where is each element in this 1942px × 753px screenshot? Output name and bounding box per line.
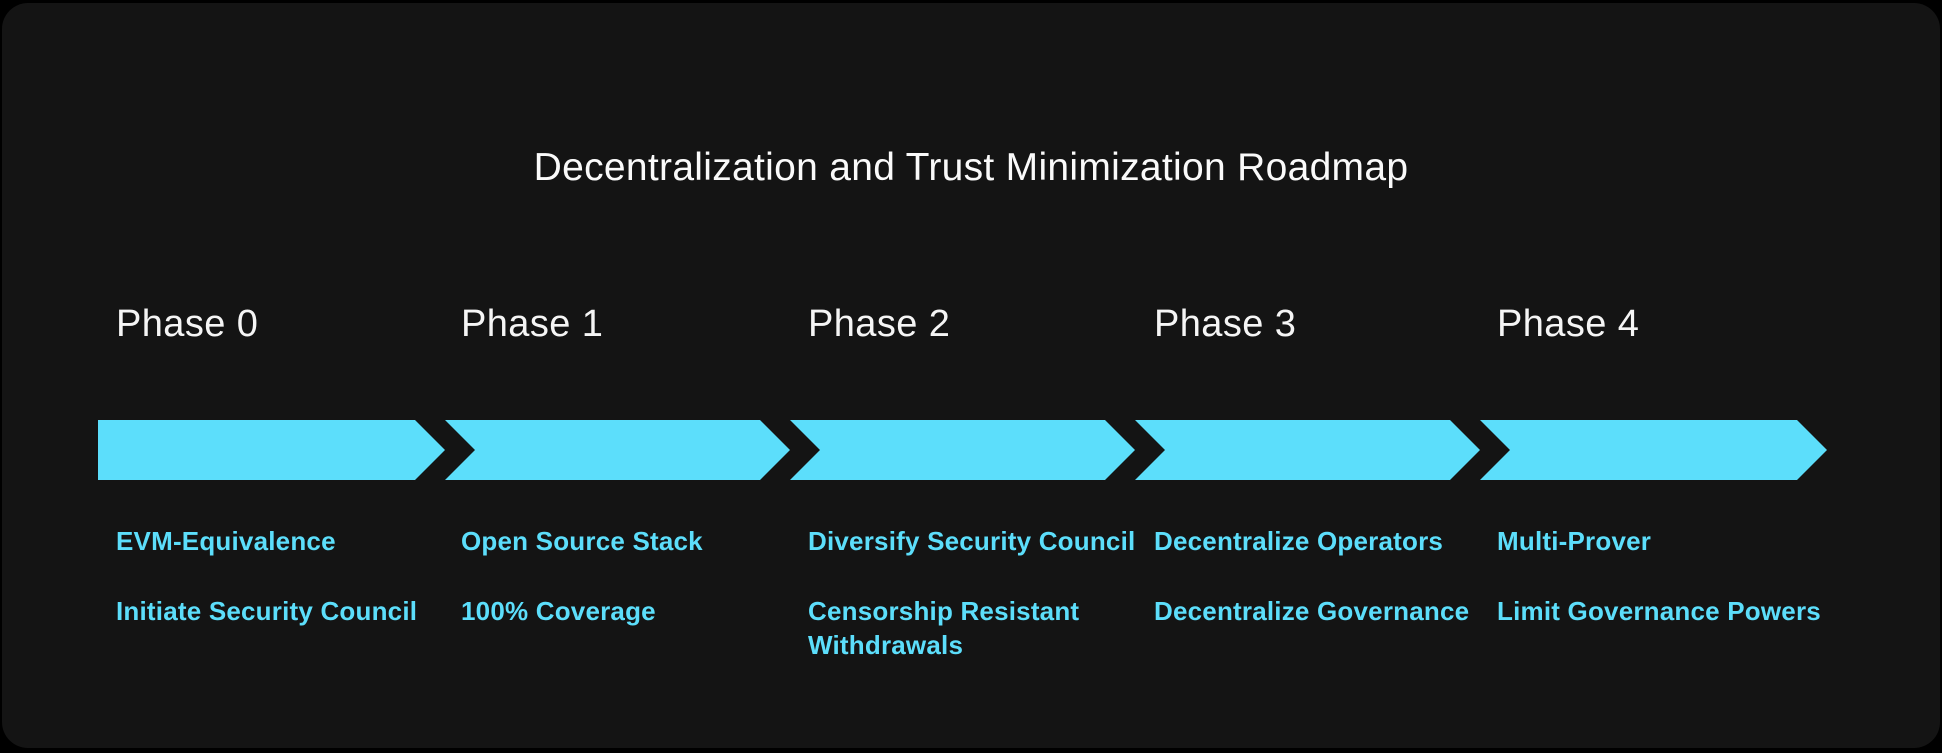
phase-3-items: Decentralize Operators Decentralize Gove… [1154,524,1489,664]
phase-3-item-0: Decentralize Operators [1154,526,1444,556]
phase-4-item-0: Multi-Prover [1497,526,1652,556]
phase-1-items: Open Source Stack 100% Coverage [461,524,796,664]
phase-0-item-1: Initiate Security Council [116,596,418,626]
phase-4-label: Phase 4 [1497,303,1640,345]
phase-0-items: EVM-Equivalence Initiate Security Counci… [116,524,451,664]
phase-1-item-0: Open Source Stack [461,526,703,556]
phase-4-arrow-icon [1480,420,1827,480]
phase-3-item-1: Decentralize Governance [1154,596,1470,626]
phase-3-label: Phase 3 [1154,303,1297,345]
phase-4-item-1: Limit Governance Powers [1497,596,1821,626]
phase-4-items: Multi-Prover Limit Governance Powers [1497,524,1832,664]
phase-1-label: Phase 1 [461,303,604,345]
phase-1-arrow-icon [445,420,790,480]
phase-0-arrow-icon [98,420,445,480]
phase-3-arrow-icon [1135,420,1480,480]
phase-2-arrow-icon [790,420,1135,480]
phase-0-label: Phase 0 [116,303,259,345]
phase-2-label: Phase 2 [808,303,951,345]
diagram-title: Decentralization and Trust Minimization … [533,146,1409,190]
phase-0-item-0: EVM-Equivalence [116,526,336,556]
phase-2-item-1: Censorship Resistant Withdrawals [808,596,1080,660]
phase-2-items: Diversify Security Council Censorship Re… [808,524,1143,698]
phase-1-item-1: 100% Coverage [461,596,656,626]
phase-2-item-0: Diversify Security Council [808,526,1136,556]
roadmap-panel: Decentralization and Trust Minimization … [2,3,1940,748]
timeline-arrow-band [2,420,1940,480]
